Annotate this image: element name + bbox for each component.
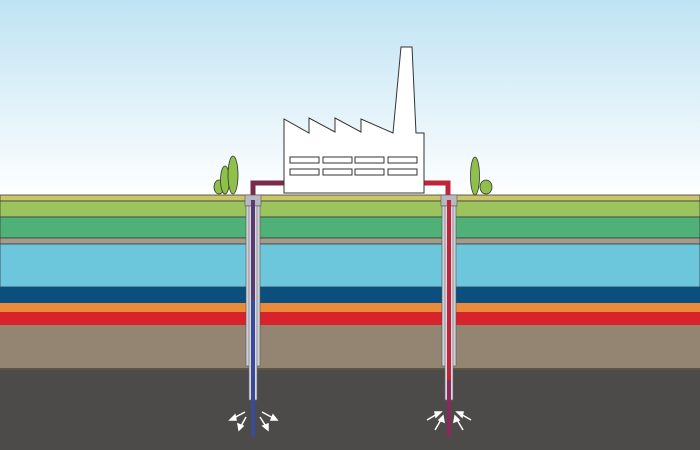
hot-surface-pipe <box>424 180 451 200</box>
layer-light-green <box>0 200 700 218</box>
tree-icon <box>213 155 239 195</box>
factory-icon <box>283 46 425 194</box>
strata <box>0 194 700 450</box>
tree-icon <box>470 156 493 196</box>
layer-dark-blue <box>0 287 700 303</box>
layer-gray <box>0 237 700 245</box>
flow-arrow-icon <box>228 411 279 432</box>
layer-aquifer <box>0 243 700 288</box>
production-well <box>440 194 458 437</box>
layer-green <box>0 216 700 239</box>
layer-red <box>0 312 700 325</box>
layer-taupe <box>0 325 700 369</box>
layer-topsoil <box>0 194 700 202</box>
layer-orange <box>0 303 700 312</box>
cold-surface-pipe <box>250 180 285 200</box>
injection-well <box>244 194 262 437</box>
flow-arrow-icon <box>426 411 472 431</box>
layer-bedrock <box>0 369 700 450</box>
